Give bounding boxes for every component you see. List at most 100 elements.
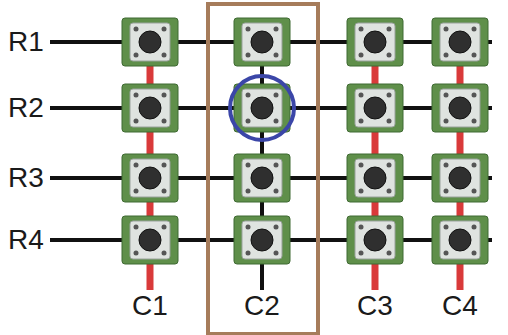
tactile-switch	[234, 216, 290, 264]
switch-board	[347, 216, 403, 264]
switch-pin	[162, 251, 167, 256]
switch-pin	[274, 251, 279, 256]
switch-pin	[387, 119, 392, 124]
switch-button	[251, 97, 273, 119]
switch-pin	[387, 225, 392, 230]
switch-pin	[162, 225, 167, 230]
switch-board	[234, 154, 290, 202]
switch-body	[440, 159, 480, 197]
switch-pin	[134, 119, 139, 124]
tactile-switch	[347, 216, 403, 264]
switch-button	[449, 229, 471, 251]
column-label: C2	[244, 292, 280, 320]
tactile-switch	[234, 84, 290, 132]
switch-body	[130, 159, 170, 197]
switch-board	[347, 18, 403, 66]
switch-board	[432, 154, 488, 202]
switch-body	[355, 159, 395, 197]
switch-pin	[359, 189, 364, 194]
row-label: R1	[8, 28, 46, 56]
switch-button	[364, 97, 386, 119]
switch-body	[440, 23, 480, 61]
switch-board	[234, 18, 290, 66]
switch-pin	[134, 27, 139, 32]
switch-button	[364, 229, 386, 251]
switch-pin	[387, 189, 392, 194]
switch-pin	[134, 163, 139, 168]
tactile-switch	[122, 216, 178, 264]
tactile-switch	[122, 154, 178, 202]
switch-body	[242, 221, 282, 259]
tactile-switch	[234, 18, 290, 66]
switch-pin	[472, 53, 477, 58]
pressed-key-highlight	[230, 76, 294, 140]
switch-body	[355, 23, 395, 61]
switch-button	[139, 97, 161, 119]
switch-pin	[444, 27, 449, 32]
switch-pin	[162, 53, 167, 58]
switch-pin	[162, 27, 167, 32]
tactile-switch	[122, 84, 178, 132]
switch-body	[130, 89, 170, 127]
switch-board	[432, 84, 488, 132]
switch-body	[130, 221, 170, 259]
switch-pin	[162, 93, 167, 98]
switch-pin	[134, 93, 139, 98]
switch-pin	[246, 163, 251, 168]
switch-body	[355, 221, 395, 259]
switch-pin	[246, 27, 251, 32]
switch-pin	[359, 163, 364, 168]
switch-button	[251, 31, 273, 53]
switch-board	[234, 216, 290, 264]
switch-pin	[134, 251, 139, 256]
switch-board	[347, 154, 403, 202]
switch-pin	[162, 163, 167, 168]
switch-pin	[444, 53, 449, 58]
tactile-switch	[347, 84, 403, 132]
switch-body	[440, 221, 480, 259]
switch-button	[139, 31, 161, 53]
column-label: C1	[132, 292, 168, 320]
switch-pin	[359, 225, 364, 230]
switch-pin	[274, 225, 279, 230]
switch-button	[364, 167, 386, 189]
column-label: C3	[357, 292, 393, 320]
switch-pin	[387, 27, 392, 32]
tactile-switch	[432, 154, 488, 202]
switch-pin	[444, 163, 449, 168]
switch-pin	[387, 163, 392, 168]
switch-pin	[359, 53, 364, 58]
switch-pin	[359, 119, 364, 124]
switch-button	[449, 31, 471, 53]
switch-pin	[472, 163, 477, 168]
switch-pin	[444, 119, 449, 124]
switch-pin	[472, 119, 477, 124]
switch-pin	[274, 119, 279, 124]
switch-button	[251, 229, 273, 251]
switch-pin	[134, 189, 139, 194]
column-highlight	[208, 4, 318, 334]
switch-board	[432, 18, 488, 66]
switch-pin	[387, 53, 392, 58]
key-switches	[122, 18, 488, 264]
switch-board	[122, 18, 178, 66]
switch-pin	[134, 53, 139, 58]
switch-body	[242, 89, 282, 127]
switch-button	[139, 229, 161, 251]
switch-pin	[246, 251, 251, 256]
tactile-switch	[432, 18, 488, 66]
tactile-switch	[234, 154, 290, 202]
switch-pin	[359, 27, 364, 32]
switch-pin	[274, 27, 279, 32]
switch-pin	[472, 189, 477, 194]
switch-board	[122, 84, 178, 132]
switch-body	[130, 23, 170, 61]
switch-pin	[246, 225, 251, 230]
switch-pin	[359, 251, 364, 256]
switch-button	[251, 167, 273, 189]
switch-button	[449, 97, 471, 119]
tactile-switch	[432, 216, 488, 264]
switch-pin	[387, 93, 392, 98]
switch-button	[449, 167, 471, 189]
